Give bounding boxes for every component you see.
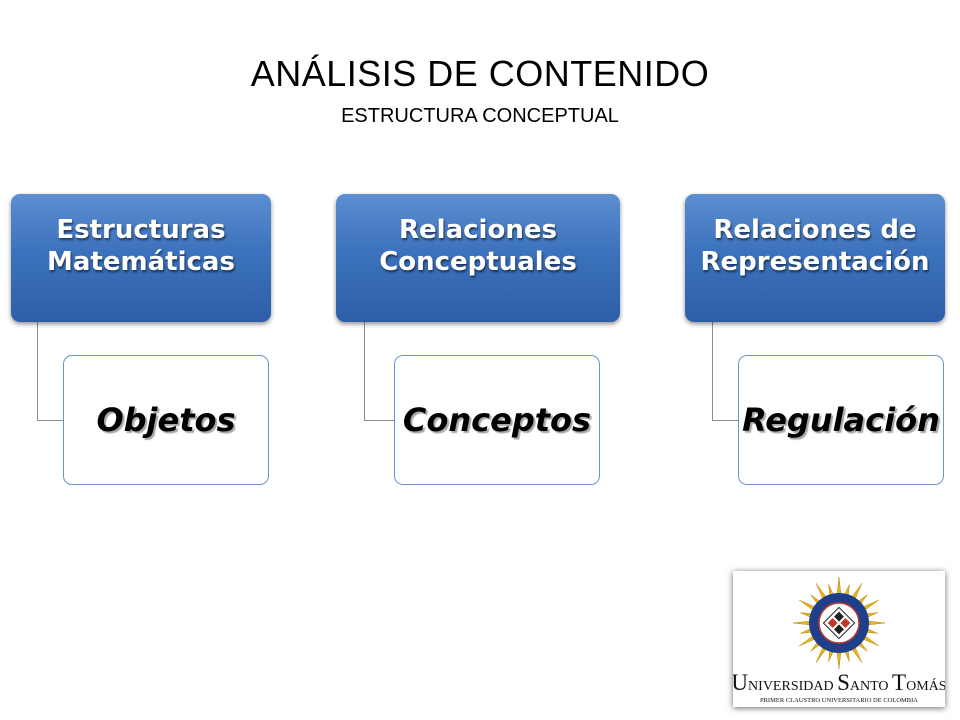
- parent-box-1: Estructuras Matemáticas: [11, 194, 271, 322]
- sun-ray: [836, 576, 842, 596]
- parent-label-3-line2: Representación: [700, 247, 930, 277]
- sun-ray: [836, 650, 842, 670]
- slide-subtitle: ESTRUCTURA CONCEPTUAL: [341, 105, 619, 127]
- sun-ray: [792, 620, 812, 626]
- parent-label-3-line1: Relaciones de: [713, 215, 917, 245]
- seal-icon: [792, 576, 886, 670]
- parent-label-2: Relaciones Conceptuales: [379, 214, 577, 278]
- child-label-3: Regulación: [742, 401, 940, 439]
- child-box-1: Objetos: [63, 355, 269, 485]
- parent-box-3: Relaciones de Representación: [685, 194, 945, 322]
- university-logo: UNIVERSIDAD SANTO TOMÁS PRIMER CLAUSTRO …: [733, 571, 945, 707]
- parent-label-2-line1: Relaciones: [399, 215, 557, 245]
- sun-ray: [866, 620, 886, 626]
- university-seal-icon: UNIVERSIDAD SANTO TOMÁS PRIMER CLAUSTRO …: [733, 576, 945, 704]
- parent-label-1-line2: Matemáticas: [47, 247, 235, 277]
- child-label-1: Objetos: [96, 401, 236, 439]
- parent-label-3: Relaciones de Representación: [700, 214, 929, 278]
- child-box-2: Conceptos: [394, 355, 600, 485]
- connector-1: [37, 321, 64, 421]
- parent-label-1-line1: Estructuras: [56, 215, 226, 245]
- parent-label-1: Estructuras Matemáticas: [47, 214, 235, 278]
- logo-tagline-text: PRIMER CLAUSTRO UNIVERSITARIO DE COLOMBI…: [760, 697, 918, 704]
- child-label-2: Conceptos: [402, 401, 592, 439]
- parent-box-2: Relaciones Conceptuales: [336, 194, 620, 322]
- connector-3: [712, 321, 739, 421]
- slide-title: ANÁLISIS DE CONTENIDO: [250, 53, 710, 94]
- connector-2: [364, 321, 395, 421]
- parent-label-2-line2: Conceptuales: [379, 247, 577, 277]
- logo-name-text: UNIVERSIDAD SANTO TOMÁS: [733, 670, 945, 695]
- child-box-3: Regulación: [738, 355, 944, 485]
